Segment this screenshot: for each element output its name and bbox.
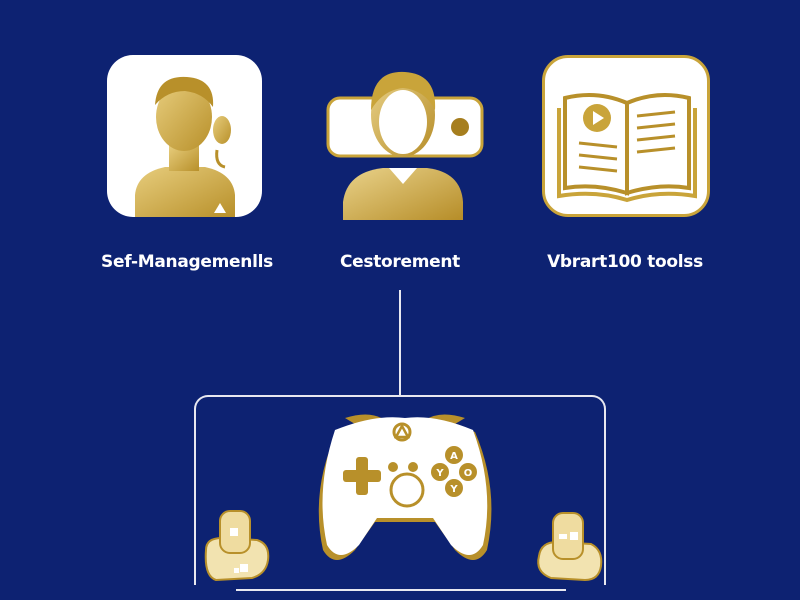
button-y[interactable]: Y [435, 468, 444, 479]
person-card-icon [326, 71, 484, 220]
node-label-cestorement: Cestorement [339, 252, 461, 272]
button-o[interactable]: O [464, 468, 473, 479]
open-book-icon [557, 93, 697, 203]
button-a[interactable]: A [450, 451, 458, 462]
left-joystick-device-icon [204, 510, 270, 582]
node-label-library-tools: Vbrart100 toolss [547, 252, 703, 272]
hub-base-line [236, 589, 566, 591]
library-tools-tile[interactable] [542, 55, 710, 217]
node-label-self-management: Sef-Managemenlls [101, 252, 273, 272]
right-joystick-device-icon [537, 512, 603, 582]
button-y2[interactable]: Y [449, 484, 458, 495]
person-headset-icon [135, 76, 235, 217]
hub-frame [194, 395, 606, 585]
self-management-tile[interactable] [107, 55, 262, 217]
gamepad-icon[interactable]: A O Y Y [315, 410, 495, 560]
connector-line [399, 290, 401, 396]
